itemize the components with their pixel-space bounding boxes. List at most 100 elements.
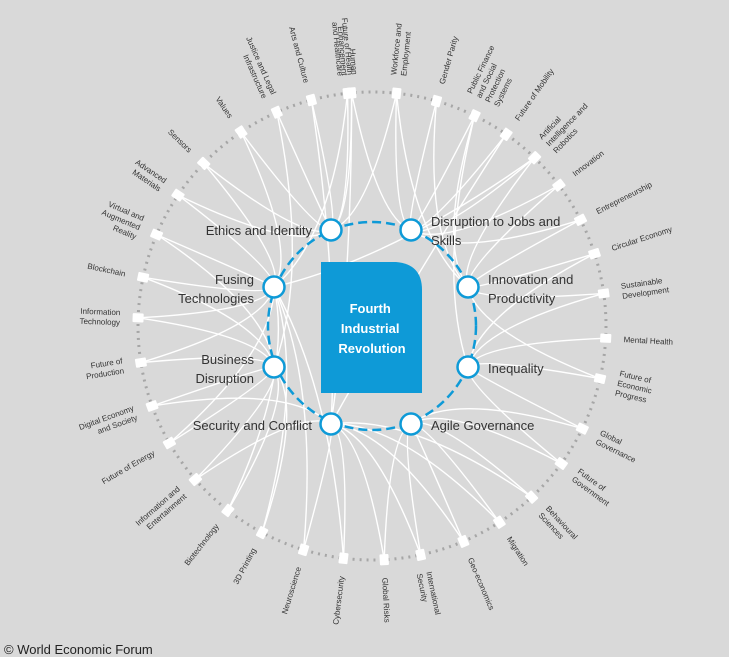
outer-node-virtual-and-augmented-reality[interactable]: Virtual andAugmentedReality (96, 199, 164, 242)
outer-node-future-of-health-and-healthcare[interactable]: Future of Healthand Healthcare (330, 17, 355, 100)
outer-node-biotechnology[interactable]: Biotechnology (183, 503, 235, 567)
outer-node-global-governance[interactable]: GlobalGovernance (575, 422, 642, 465)
outer-node-label: Future of Energy (100, 449, 156, 487)
outer-node-sensors[interactable]: Sensors (166, 128, 211, 171)
outer-node-public-finance-and-social-protection-systems[interactable]: Public Financeand SocialProtectionSystem… (465, 44, 523, 123)
outer-node-marker (552, 178, 566, 192)
inner-node-circle (456, 355, 480, 379)
outer-node-values[interactable]: Values (214, 95, 248, 139)
outer-node-label: Neuroscience (280, 565, 303, 615)
outer-node-marker (134, 357, 147, 368)
outer-node-future-of-government[interactable]: Future ofGovernment (554, 457, 617, 509)
outer-node-digital-economy-and-society[interactable]: Digital Economyand Society (78, 400, 159, 441)
outer-node-label: Circular Economy (610, 225, 673, 253)
outer-node-label: Public Financeand SocialProtectionSystem… (465, 44, 523, 109)
inner-node-ethics[interactable]: Ethics and Identity (206, 218, 343, 242)
outer-node-label: Blockchain (87, 262, 127, 279)
outer-node-global-risks[interactable]: Global Risks (379, 554, 392, 623)
outer-node-label: Geo-economics (466, 556, 496, 611)
inner-node-security[interactable]: Security and Conflict (193, 412, 343, 436)
outer-node-justice-and-legal-infrastructure[interactable]: Justice and LegalInfrastructure (235, 35, 283, 119)
outer-node-arts-and-culture[interactable]: Arts and Culture (287, 26, 317, 107)
connection-line (240, 131, 282, 288)
connection-line (453, 115, 476, 288)
inner-node-circle (456, 275, 480, 299)
outer-node-label: InternationalSecurity (415, 571, 443, 618)
outer-node-marker (554, 457, 568, 470)
outer-node-future-of-economic-progress[interactable]: Future ofEconomicProgress (593, 369, 655, 405)
connection-line (273, 286, 308, 550)
outer-node-innovation[interactable]: Innovation (552, 149, 606, 192)
outer-node-artificial-intelligence-and-robotics[interactable]: ArtificialIntelligence andRobotics (527, 95, 597, 165)
outer-node-marker (499, 127, 513, 141)
outer-node-future-of-energy[interactable]: Future of Energy (100, 436, 177, 487)
inner-node-agile[interactable]: Agile Governance (399, 412, 535, 436)
outer-node-marker (150, 228, 164, 241)
outer-node-marker (588, 247, 601, 260)
outer-node-workforce-and-employment[interactable]: Workforce andEmployment (389, 23, 413, 100)
outer-node-marker (527, 151, 542, 165)
outer-node-behavioural-sciences[interactable]: BehaviouralSciences (524, 490, 580, 548)
outer-node-marker (524, 490, 539, 504)
outer-node-marker (430, 94, 443, 108)
connection-line (406, 423, 422, 556)
connection-line (410, 219, 581, 244)
outer-node-circular-economy[interactable]: Circular Economy (588, 225, 673, 260)
outer-node-geo-economics[interactable]: Geo-economics (457, 534, 496, 612)
outer-node-marker (136, 271, 150, 283)
inner-node-circle (399, 412, 423, 436)
outer-node-marker (575, 422, 589, 435)
copyright-notice: © World Economic Forum (4, 642, 153, 657)
inner-node-label: Ethics and Identity (206, 223, 313, 238)
outer-node-neuroscience[interactable]: Neuroscience (280, 543, 310, 615)
outer-node-marker (600, 333, 612, 343)
connection-line (410, 408, 583, 430)
outer-node-marker (573, 213, 588, 226)
outer-node-3d-printing[interactable]: 3D Printing (232, 525, 269, 586)
outer-node-label: Future of Mobility (513, 67, 556, 122)
connection-line (467, 253, 595, 368)
outer-node-marker (255, 525, 269, 540)
outer-node-information-and-entertainment[interactable]: Information andEntertainment (134, 472, 203, 535)
outer-node-marker (342, 87, 353, 100)
outer-node-gender-parity[interactable]: Gender Parity (430, 35, 460, 108)
outer-node-cybersecurity[interactable]: Cybersecurity (331, 552, 349, 625)
outer-node-entrepreneurship[interactable]: Entrepreneurship (573, 180, 654, 226)
outer-node-information-technology[interactable]: InformationTechnology (79, 307, 144, 327)
center-box[interactable]: Fourth Industrial Revolution (321, 262, 422, 393)
outer-node-marker (132, 313, 144, 323)
outer-node-marker (338, 552, 349, 565)
inner-node-inequality[interactable]: Inequality (456, 355, 545, 379)
outer-node-international-security[interactable]: InternationalSecurity (415, 548, 443, 618)
connection-line (330, 423, 346, 559)
connection-line (302, 423, 333, 550)
outer-node-label: Gender Parity (438, 35, 460, 85)
inner-node-circle (319, 218, 343, 242)
center-label: Fourth Industrial Revolution (338, 301, 405, 356)
outer-node-advanced-materials[interactable]: AdvancedMaterials (128, 158, 185, 202)
inner-ring (266, 220, 478, 432)
connection-line (273, 93, 349, 288)
inner-node-circle (262, 355, 286, 379)
connection-line (467, 366, 562, 465)
inner-node-circle (319, 412, 343, 436)
outer-node-label: Mental Health (623, 335, 673, 347)
outer-node-migration[interactable]: Migration (493, 515, 531, 568)
outer-node-future-of-production[interactable]: Future ofProduction (84, 356, 147, 381)
outer-node-label: Future ofGovernment (570, 467, 617, 509)
connection-line (395, 93, 412, 231)
outer-node-label: InformationTechnology (79, 307, 120, 327)
outer-node-mental-health[interactable]: Mental Health (600, 333, 673, 347)
outer-node-sustainable-development[interactable]: SustainableDevelopment (597, 275, 671, 301)
outer-node-label: Digital Economyand Society (78, 404, 139, 442)
outer-node-blockchain[interactable]: Blockchain (87, 262, 150, 283)
outer-node-marker (391, 87, 402, 100)
outer-node-label: Arts and Culture (287, 26, 311, 85)
